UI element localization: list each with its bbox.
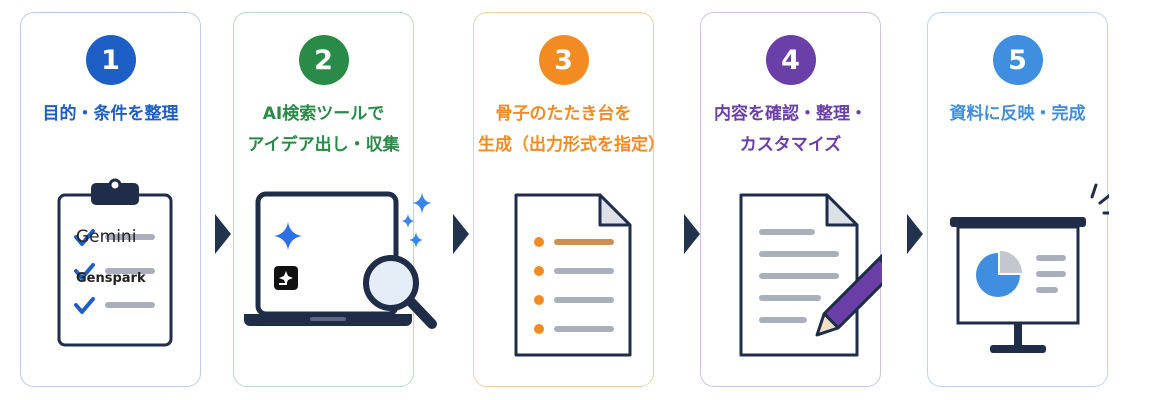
arrow-right-icon [684,214,700,254]
gemini-label: Gemini [76,227,137,247]
step-card-5: 5 資料に反映・完成 [927,12,1109,387]
step-number-badge: 1 [85,35,136,85]
step-title: 内容を確認・整理・ カスタマイズ [705,99,876,161]
step-title-line: 骨子のたたき台を [495,104,632,124]
step-title-line: カスタマイズ [739,135,842,155]
step-number-badge: 4 [765,35,816,85]
step-title: AI検索ツールで アイデア出し・収集 [238,99,409,161]
step-title-line: 生成（出力形式を指定） [478,135,665,155]
step-title-line: AI検索ツールで [262,104,385,124]
arrow-right-icon [907,214,923,254]
clipboard-checklist-icon [57,178,173,347]
step-title-line: 内容を確認・整理・ [714,104,867,124]
step-title: 目的・条件を整理 [25,99,196,130]
step-title: 骨子のたたき台を 生成（出力形式を指定） [478,99,665,161]
step-number-badge: 2 [298,35,349,85]
step-card-3: 3 骨子のたたき台を 生成（出力形式を指定） [473,12,665,387]
document-edit-icon [739,193,882,357]
step-title: 資料に反映・完成 [932,99,1103,130]
step-card-1: 1 目的・条件を整理 [20,12,201,387]
step-title-line: アイデア出し・収集 [247,135,400,155]
step-card-4: 4 内容を確認・整理・ カスタマイズ [700,12,882,387]
step-title-line: 資料に反映・完成 [949,104,1086,124]
genspark-label: Genspark [76,271,146,286]
step-number-badge: 5 [992,35,1043,85]
arrow-right-icon [453,214,469,254]
presentation-screen-icon [950,183,1109,353]
document-outline-icon [514,193,632,357]
arrow-right-icon [215,214,231,254]
step-number-badge: 3 [538,35,589,85]
step-title-line: 目的・条件を整理 [42,104,179,124]
laptop-search-icon [244,191,437,329]
